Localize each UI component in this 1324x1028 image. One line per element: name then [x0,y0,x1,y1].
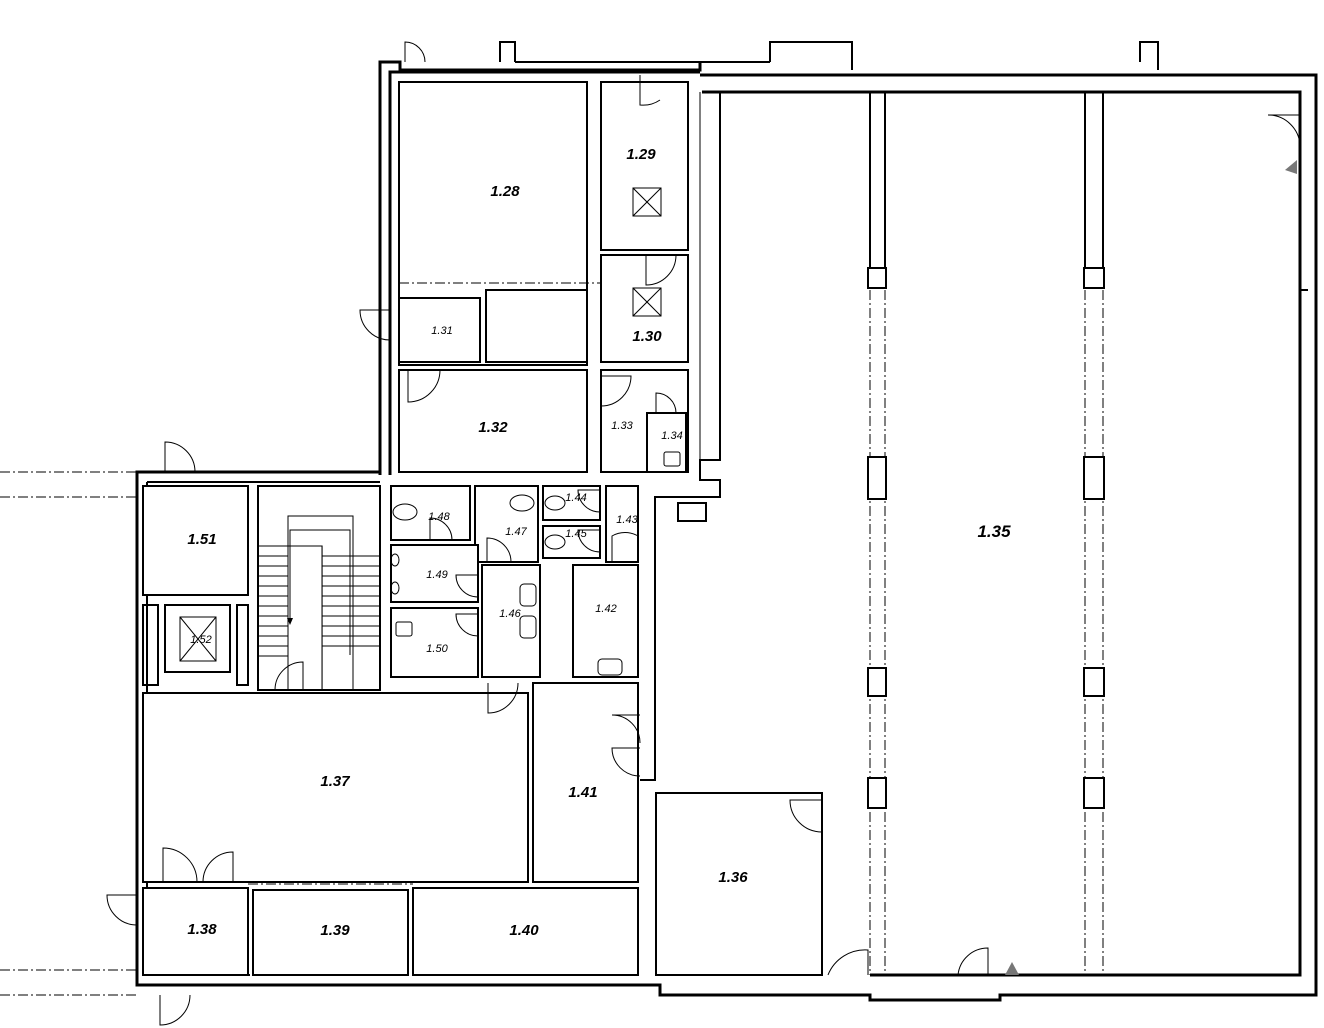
label-1-52: 1.52 [190,634,211,646]
label-1-39: 1.39 [320,922,350,939]
doors [106,41,1301,1026]
room-1-44 [542,485,601,521]
label-1-30: 1.30 [632,328,662,345]
room-labels: 1.28 1.29 1.30 1.31 1.32 1.33 1.34 1.35 … [187,146,1011,939]
label-1-29: 1.29 [626,146,656,163]
shafts [179,187,662,662]
room-1-49 [390,544,479,603]
label-1-42: 1.42 [595,603,616,615]
room-1-41 [532,682,639,883]
room-1-46 [481,564,541,678]
sanitary-fixtures [390,451,681,676]
label-1-34: 1.34 [661,430,682,442]
room-1-38 [142,887,249,976]
label-1-33: 1.33 [611,420,633,432]
label-1-51: 1.51 [187,531,216,548]
label-1-40: 1.40 [509,922,539,939]
room-1-42 [572,564,639,678]
stair-treads [258,515,380,691]
label-1-41: 1.41 [568,784,597,801]
room-1-31 [398,297,481,363]
room-1-30 [600,254,689,363]
room-1-39 [252,889,409,976]
label-1-43: 1.43 [616,514,638,526]
room-1-50 [390,607,479,678]
label-1-35: 1.35 [977,522,1011,541]
room-1-29 [600,81,689,251]
label-1-32: 1.32 [478,419,508,436]
label-1-48: 1.48 [428,511,450,523]
label-1-46: 1.46 [499,608,521,620]
external-axis-lines [0,471,137,996]
room-1-43 [605,485,639,563]
room-1-36 [655,792,823,976]
room-1-51 [142,485,249,596]
hall-column-grid [867,92,1308,975]
label-1-36: 1.36 [718,869,748,886]
label-1-50: 1.50 [426,643,448,655]
stair [257,485,381,691]
label-1-37: 1.37 [320,773,350,790]
label-1-44: 1.44 [565,492,586,504]
label-1-47: 1.47 [505,526,527,538]
room-1-37 [142,692,529,883]
room-1-40 [412,887,639,976]
room-1-32 [398,369,588,473]
label-1-49: 1.49 [426,569,447,581]
room-1-47 [474,485,539,563]
label-1-38: 1.38 [187,921,217,938]
label-1-31: 1.31 [431,325,452,337]
label-1-28: 1.28 [490,183,520,200]
room-1-45 [542,525,601,559]
label-1-45: 1.45 [565,528,587,540]
